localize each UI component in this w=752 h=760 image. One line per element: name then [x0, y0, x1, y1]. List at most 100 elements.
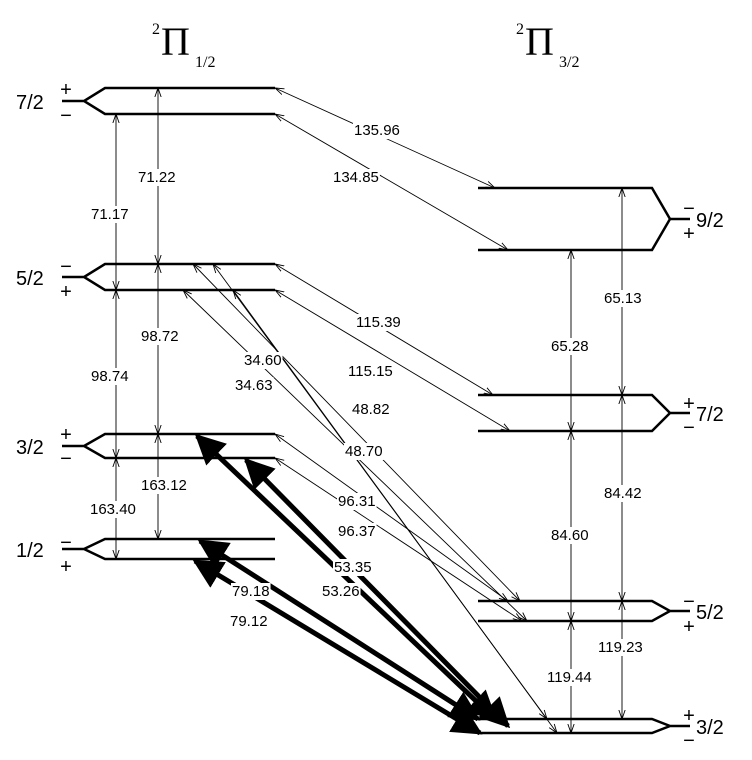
parity-left-3-2-lower: −: [60, 448, 72, 470]
label-backing: [337, 523, 377, 540]
label-backing: [355, 314, 402, 331]
label-backing: [137, 169, 177, 186]
parity-left-5-2-upper: −: [60, 256, 72, 278]
label-163-40: 163.40: [90, 501, 136, 518]
label-backing: [546, 669, 593, 686]
level-label-right-9-2: 9/2: [696, 210, 724, 232]
label-84-42: 84.42: [604, 485, 642, 502]
level-left-5-2: [62, 262, 275, 292]
header-left-superscript: 2: [152, 21, 160, 38]
arrow-96-31: [275, 434, 508, 601]
label-98-72: 98.72: [141, 328, 179, 345]
label-98-74: 98.74: [91, 368, 129, 385]
label-backing: [333, 559, 373, 576]
label-65-13: 65.13: [604, 290, 642, 307]
label-119-44: 119.44: [547, 669, 592, 686]
header-left-symbol: Π: [161, 19, 190, 64]
label-48-70: 48.70: [345, 443, 383, 460]
label-backing: [603, 485, 643, 502]
level-right-9-2: [478, 186, 690, 252]
label-backing: [89, 501, 137, 518]
label-79-18: 79.18: [232, 583, 270, 600]
j-labels: 7/2 5/2 3/2 1/2 9/2 7/2 5/2 3/2: [16, 92, 724, 739]
label-163-12: 163.12: [141, 477, 187, 494]
level-label-right-3-2: 3/2: [696, 717, 724, 739]
parity-left-7-2-lower: −: [60, 105, 72, 127]
parity-right-3-2-lower: −: [683, 730, 695, 752]
header-right-symbol: Π: [525, 19, 554, 64]
level-label-left-1-2: 1/2: [16, 540, 44, 562]
label-115-39: 115.39: [356, 314, 401, 331]
parity-signs: + − − + + − − + − + + − − + + −: [60, 79, 695, 752]
label-backing: [90, 206, 130, 223]
level-label-right-7-2: 7/2: [696, 404, 724, 426]
level-label-right-5-2: 5/2: [696, 602, 724, 624]
label-backing: [347, 363, 394, 380]
label-96-31: 96.31: [338, 493, 376, 510]
label-backing: [229, 613, 269, 630]
label-96-37: 96.37: [338, 523, 376, 540]
label-backing: [337, 493, 377, 510]
energy-levels: [62, 86, 690, 735]
parity-right-3-2-upper: +: [683, 705, 695, 727]
header-right-superscript: 2: [516, 21, 524, 38]
parity-left-7-2-upper: +: [60, 79, 72, 101]
label-backing: [351, 401, 391, 418]
label-backing: [243, 352, 283, 369]
arrow-115-15: [275, 290, 510, 431]
level-label-left-7-2: 7/2: [16, 92, 44, 114]
parity-right-9-2-upper: −: [683, 198, 695, 220]
parity-left-1-2-lower: +: [60, 556, 72, 578]
label-backing: [550, 338, 590, 355]
parity-left-1-2-upper: −: [60, 532, 72, 554]
header-right-subscript: 3/2: [559, 54, 579, 71]
level-label-left-3-2: 3/2: [16, 437, 44, 459]
label-71-22: 71.22: [138, 169, 176, 186]
level-right-5-2: [478, 599, 690, 623]
level-left-3-2: [62, 432, 275, 460]
label-115-15: 115.15: [348, 363, 393, 380]
label-backing: [353, 122, 401, 139]
arrow-134-85: [275, 114, 508, 250]
label-53-26: 53.26: [322, 583, 360, 600]
label-backing: [90, 368, 130, 385]
label-backing: [344, 443, 384, 460]
header-left-subscript: 1/2: [195, 54, 215, 71]
label-71-17: 71.17: [91, 206, 129, 223]
arrow-53-35: [194, 433, 498, 722]
label-134-85: 134.85: [333, 169, 379, 186]
arrow-96-37: [275, 458, 522, 621]
label-79-12: 79.12: [230, 613, 268, 630]
label-34-60: 34.60: [244, 352, 282, 369]
label-34-63: 34.63: [235, 377, 273, 394]
label-backing: [550, 527, 590, 544]
label-backing: [231, 583, 271, 600]
label-backing: [603, 290, 643, 307]
label-48-82: 48.82: [352, 401, 390, 418]
label-backing: [140, 477, 188, 494]
label-119-23: 119.23: [598, 639, 643, 656]
header-pi-3-2: 2 Π 3/2: [516, 19, 579, 71]
parity-right-7-2-lower: −: [683, 417, 695, 439]
label-65-28: 65.28: [551, 338, 589, 355]
label-53-35: 53.35: [334, 559, 372, 576]
label-backing: [332, 169, 380, 186]
label-backing: [234, 377, 274, 394]
parity-left-3-2-upper: +: [60, 424, 72, 446]
parity-right-7-2-upper: +: [683, 393, 695, 415]
parity-right-9-2-lower: +: [683, 223, 695, 245]
level-right-7-2: [478, 393, 690, 433]
parity-right-5-2-upper: −: [683, 591, 695, 613]
label-backing: [321, 583, 361, 600]
label-backing: [597, 639, 644, 656]
parity-right-5-2-lower: +: [683, 616, 695, 638]
label-84-60: 84.60: [551, 527, 589, 544]
label-135-96: 135.96: [354, 122, 400, 139]
level-left-7-2: [62, 86, 275, 116]
parity-left-5-2-lower: +: [60, 281, 72, 303]
label-backing: [140, 328, 180, 345]
transition-labels: 135.96 134.85 71.22 71.17 115.39 115.15 …: [89, 122, 644, 686]
level-right-3-2: [478, 717, 690, 735]
level-label-left-5-2: 5/2: [16, 268, 44, 290]
